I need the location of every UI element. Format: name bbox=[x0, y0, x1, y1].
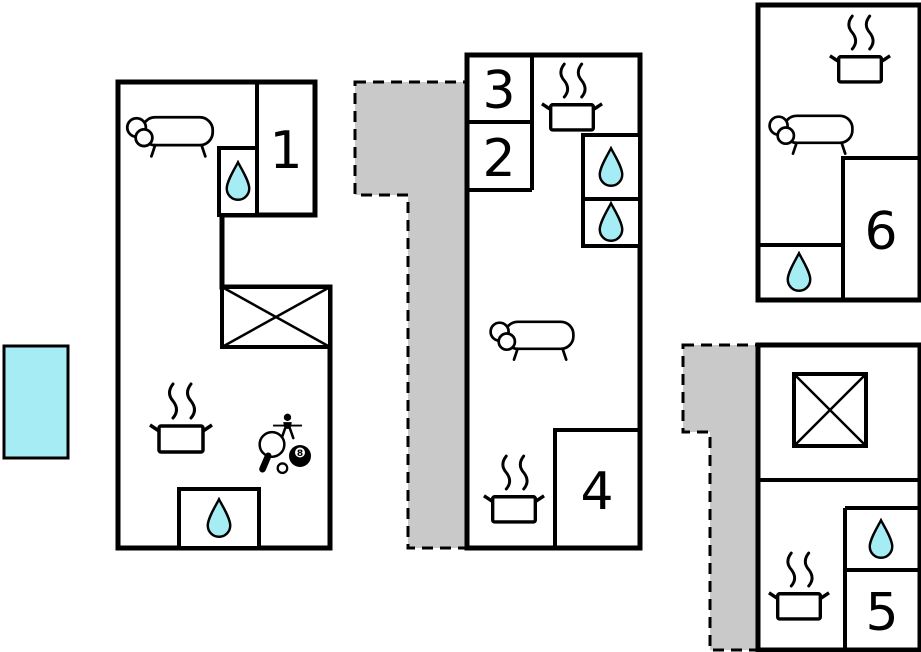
interior-wall bbox=[467, 55, 534, 192]
stairs-icon bbox=[220, 285, 332, 349]
room-label-3: 3 bbox=[482, 61, 515, 121]
room-label-2: 2 bbox=[482, 129, 515, 189]
stairs-cross bbox=[221, 285, 331, 349]
room-label-6: 6 bbox=[864, 202, 897, 262]
billiard-eight-ball-icon: 8 bbox=[289, 445, 311, 467]
stairs-icon bbox=[792, 372, 868, 448]
terrace-right-unit bbox=[681, 343, 760, 652]
eight-ball-circle bbox=[295, 447, 305, 458]
terrace-middle-unit bbox=[353, 80, 469, 550]
room-label-4: 4 bbox=[580, 462, 613, 522]
room-label-1: 1 bbox=[269, 121, 302, 181]
building-bottom-right: 5 bbox=[755, 342, 921, 652]
building-top-right: 6 bbox=[755, 2, 921, 303]
building-middle: 3 2 4 bbox=[464, 52, 643, 551]
building-left: 8 1 bbox=[115, 79, 333, 551]
interior-wall bbox=[553, 428, 640, 548]
interior-wall bbox=[843, 506, 920, 650]
eight-ball-number: 8 bbox=[297, 449, 303, 459]
interior-wall bbox=[758, 156, 920, 300]
stairs-cross bbox=[793, 373, 867, 447]
swimming-pool bbox=[2, 344, 70, 460]
room-label-5: 5 bbox=[865, 583, 898, 643]
